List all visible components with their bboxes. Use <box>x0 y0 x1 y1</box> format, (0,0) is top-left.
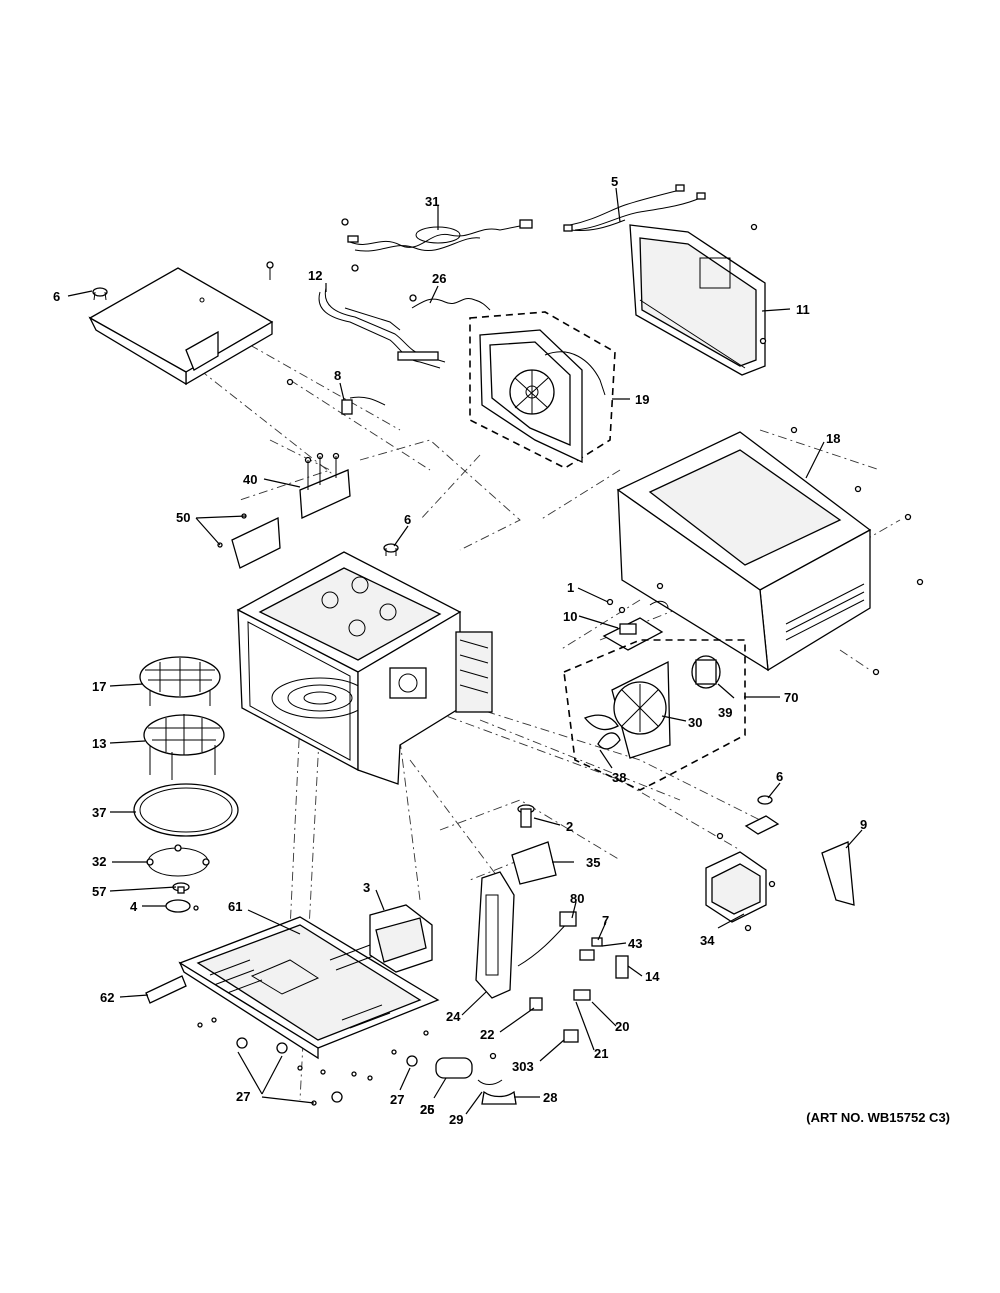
coupler-57 <box>172 882 190 894</box>
fan-assembly-70 <box>563 639 746 791</box>
leader-lines <box>67 187 863 1115</box>
callout-label: 50 <box>176 510 190 525</box>
outer-case-18 <box>616 426 924 676</box>
callout-label: 19 <box>635 392 649 407</box>
convection-fan-assembly-19 <box>469 311 616 469</box>
bracket-62 <box>145 975 187 1004</box>
clamp-28 <box>481 1052 517 1105</box>
callout-label: 4 <box>130 899 138 914</box>
sensor-8 <box>286 378 386 415</box>
base-plate-61 <box>178 916 440 1060</box>
screw-top-left <box>266 261 274 280</box>
callout-label: 37 <box>92 805 106 820</box>
thermostat-6-mid <box>383 543 399 556</box>
cover-plate-50 <box>217 513 281 569</box>
thermostat-6-right <box>744 795 780 835</box>
callout-label: 6 <box>776 769 783 784</box>
motor-4 <box>165 899 199 913</box>
callout-label: 9 <box>860 817 867 832</box>
callout-label: 28 <box>543 1090 557 1105</box>
callout-label: 40 <box>243 472 257 487</box>
callout-label: 3 <box>363 880 370 895</box>
transformer-3 <box>369 904 433 973</box>
bracket-9 <box>821 841 855 906</box>
callout-label: 6 <box>53 289 60 304</box>
heater-12 <box>318 287 446 369</box>
callout-label: 2 <box>566 819 573 834</box>
callout-label: 34 <box>700 933 715 948</box>
callout-label: 18 <box>826 431 840 446</box>
board-40 <box>299 452 351 519</box>
latch-frame-24 <box>475 871 515 999</box>
callout-label: 38 <box>612 770 626 785</box>
callout-labels: 1 2 3 4 5 6 6 6 7 8 9 10 11 12 13 14 17 … <box>53 174 867 1127</box>
rear-panel-11 <box>629 223 767 376</box>
callout-label: 70 <box>784 690 798 705</box>
wire-5 <box>563 184 706 232</box>
cover-35 <box>511 841 557 885</box>
switches <box>517 911 629 1043</box>
callout-label: 14 <box>645 969 660 984</box>
callout-label: 1 <box>567 580 574 595</box>
callout-label: 21 <box>594 1046 608 1061</box>
callout-label: 35 <box>586 855 600 870</box>
callout-label: 26 <box>432 271 446 286</box>
rack-17 <box>139 656 221 706</box>
feet-and-screws <box>197 1017 429 1106</box>
callout-label: 31 <box>425 194 439 209</box>
board-10-and-screws-1 <box>602 582 669 651</box>
callout-label: 11 <box>796 302 810 317</box>
thermostat-6-top <box>92 287 108 301</box>
callout-label: 24 <box>446 1009 461 1024</box>
callout-label: 6 <box>404 512 411 527</box>
callout-label: 26 <box>420 1102 434 1117</box>
capacitor-25 <box>435 1057 473 1079</box>
callout-label: 30 <box>688 715 702 730</box>
callout-label: 7 <box>602 913 609 928</box>
diode-29 <box>477 1079 503 1085</box>
oven-cavity <box>236 551 493 785</box>
roller-ring-32 <box>146 844 210 877</box>
rack-13 <box>143 714 225 780</box>
callout-label: 27 <box>390 1092 404 1107</box>
callout-label: 22 <box>480 1027 494 1042</box>
callout-label: 17 <box>92 679 106 694</box>
art-number: (ART NO. WB15752 C3) <box>806 1110 950 1125</box>
callout-label: 20 <box>615 1019 629 1034</box>
callout-label: 80 <box>570 891 584 906</box>
callout-label: 61 <box>228 899 242 914</box>
callout-label: 62 <box>100 990 114 1005</box>
part-2 <box>517 804 535 828</box>
callout-label: 5 <box>611 174 618 189</box>
turntable-37 <box>133 783 239 837</box>
callout-label: 13 <box>92 736 106 751</box>
wire-26 <box>411 298 491 311</box>
callout-label: 39 <box>718 705 732 720</box>
callout-label: 25 <box>420 1102 434 1117</box>
callout-label: 12 <box>308 268 322 283</box>
callout-label: 43 <box>628 936 642 951</box>
magnetron-34 <box>705 832 776 932</box>
callout-label: 57 <box>92 884 106 899</box>
callout-label: 10 <box>563 609 577 624</box>
callout-label: 8 <box>334 368 341 383</box>
callout-label: 27 <box>236 1089 250 1104</box>
top-cover-plate <box>88 267 274 386</box>
wire-harness-31 <box>341 218 533 272</box>
callout-label: 29 <box>449 1112 463 1127</box>
callout-label: 303 <box>512 1059 534 1074</box>
callout-label: 32 <box>92 854 106 869</box>
